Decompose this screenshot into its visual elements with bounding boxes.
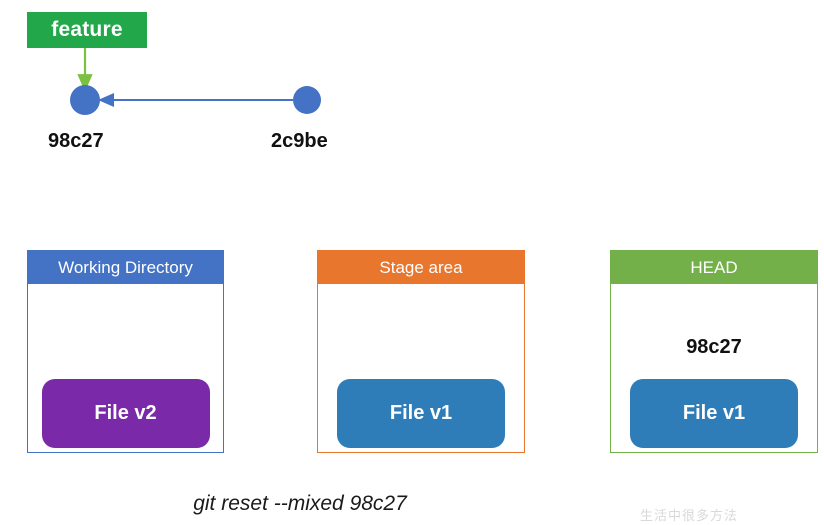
file-chip-head: File v1 — [630, 379, 798, 448]
branch-label-feature: feature — [27, 12, 147, 48]
panel-working-directory: Working Directory File v2 — [27, 250, 224, 453]
watermark: 生活中很多方法 — [640, 508, 739, 523]
panel-body-working-directory: File v2 — [28, 284, 223, 452]
panel-title-stage-area: Stage area — [318, 251, 524, 284]
head-commit-hash: 98c27 — [686, 336, 742, 358]
commit-graph — [70, 48, 321, 115]
panel-body-stage-area: File v1 — [318, 284, 524, 452]
commit-hash-label-1: 98c27 — [48, 130, 104, 152]
panel-body-head: 98c27 File v1 — [611, 284, 817, 452]
panel-title-working-directory: Working Directory — [28, 251, 223, 284]
commit-node-2c9be — [293, 86, 321, 114]
file-chip-stage-area: File v1 — [337, 379, 505, 448]
panel-head: HEAD 98c27 File v1 — [610, 250, 818, 453]
panel-title-head: HEAD — [611, 251, 817, 284]
diagram-caption: git reset --mixed 98c27 — [193, 492, 407, 515]
commit-hash-label-2: 2c9be — [271, 130, 328, 152]
file-chip-working-directory: File v2 — [41, 379, 210, 448]
panel-stage-area: Stage area File v1 — [317, 250, 525, 453]
commit-node-98c27 — [70, 85, 100, 115]
